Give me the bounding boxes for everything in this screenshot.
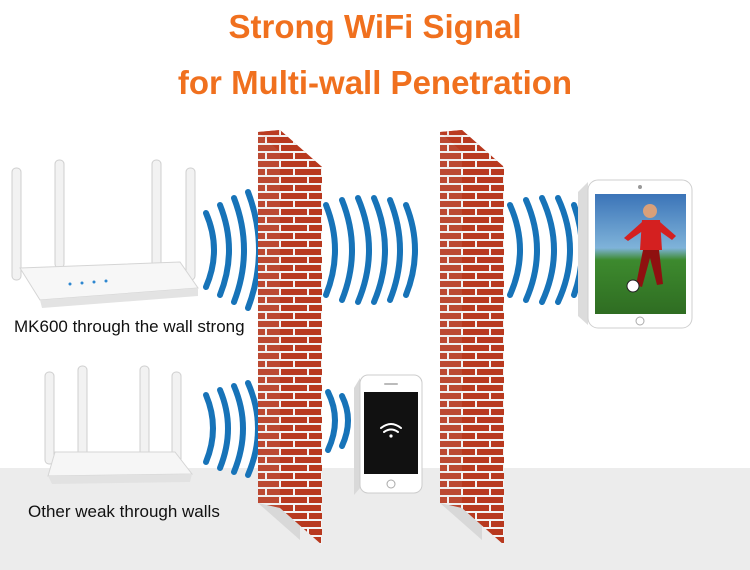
strong-router-caption: MK600 through the wall strong: [14, 317, 245, 336]
headline-line-2: for Multi-wall Penetration: [177, 64, 573, 101]
brick-wall-icon-2: [440, 130, 504, 545]
weak-waves-2: [325, 389, 351, 453]
strong-waves-2: [323, 195, 418, 305]
smartphone-icon: [354, 374, 423, 495]
weak-waves-1: [203, 380, 261, 478]
weak-router-caption: Other weak through walls: [28, 502, 220, 521]
wifi-icon: [380, 423, 402, 438]
soccer-player-figure: [624, 204, 676, 293]
headline-line-1: Strong WiFi Signal: [228, 8, 522, 45]
tablet-icon: [578, 179, 693, 329]
strong-router-icon: [11, 159, 199, 308]
strong-waves-1: [203, 189, 262, 311]
weak-router-icon: [44, 365, 194, 484]
brick-wall-icon-1: [258, 130, 322, 545]
strong-waves-3: [507, 195, 585, 305]
